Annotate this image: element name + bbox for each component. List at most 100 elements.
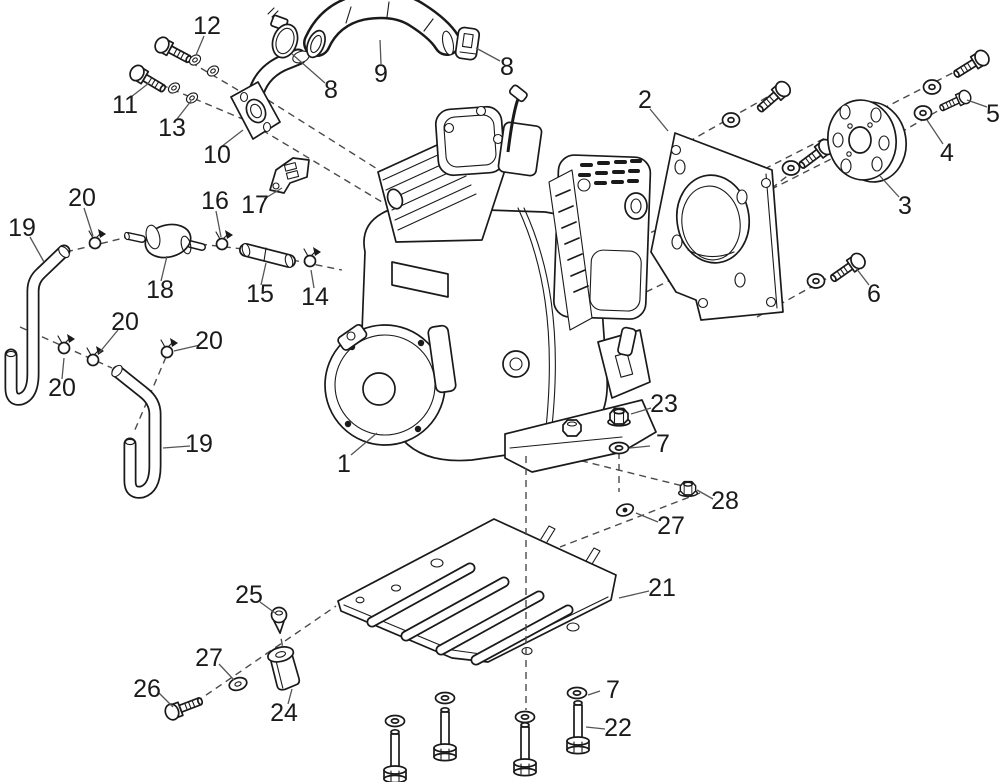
callout-label-7: 7	[606, 676, 620, 704]
callout-label-22: 22	[604, 714, 632, 742]
leader-line-2	[649, 108, 669, 132]
leader-line-8	[475, 47, 501, 62]
air-hose-drawing	[303, 0, 461, 59]
callout-label-7: 7	[656, 430, 670, 458]
callout-label-25: 25	[235, 581, 263, 609]
leader-line-20	[61, 357, 65, 380]
plate-washer-icon	[806, 273, 826, 289]
flat-washer-icon	[384, 714, 406, 728]
leader-line-19	[29, 236, 45, 263]
muffler-grille-icon	[578, 159, 642, 185]
coupling-disc-drawing	[827, 99, 907, 183]
callout-label-1: 1	[337, 450, 351, 478]
callout-label-3: 3	[898, 192, 912, 220]
mount-bolt-icon	[433, 706, 457, 762]
hose-clamp-icon	[215, 229, 234, 251]
plate-washer-icon	[922, 79, 942, 95]
flange-bolt-icon	[151, 34, 195, 68]
callout-label-27: 27	[657, 512, 685, 540]
leader-line-20	[83, 207, 94, 237]
cup-washer-icon	[228, 676, 248, 692]
callout-label-6: 6	[867, 280, 881, 308]
hex-nut-icon	[677, 480, 699, 498]
leader-line-12	[195, 35, 205, 56]
leader-line-7	[629, 445, 651, 449]
fuel-hose-left-drawing	[4, 244, 71, 406]
flat-washer-icon	[183, 90, 201, 106]
flange-lock-nut-icon	[607, 407, 631, 427]
callout-label-12: 12	[193, 12, 221, 40]
spacer-drawing	[267, 646, 301, 691]
worm-clamp-icon	[267, 7, 299, 59]
leader-line-27	[218, 663, 235, 681]
leader-line-20	[173, 344, 201, 352]
leader-line-4	[926, 119, 944, 145]
callout-label-24: 24	[270, 699, 298, 727]
callout-label-4: 4	[940, 139, 954, 167]
leader-line-25	[259, 601, 276, 614]
callout-label-19: 19	[8, 214, 36, 242]
callout-label-23: 23	[650, 390, 678, 418]
callout-label-17: 17	[241, 191, 269, 219]
fuel-filter-drawing	[124, 223, 206, 259]
leader-line-1	[350, 432, 378, 456]
callout-label-21: 21	[648, 574, 676, 602]
leader-line-23	[630, 407, 652, 415]
plate-bolt-icon	[752, 77, 795, 117]
flat-washer-icon	[608, 441, 630, 455]
plate-bolt-icon	[949, 46, 993, 83]
adapter-plate-drawing	[650, 132, 784, 321]
lock-washer-icon	[165, 80, 183, 96]
callout-label-2: 2	[638, 86, 652, 114]
callout-label-20: 20	[68, 184, 96, 212]
callout-label-16: 16	[201, 187, 229, 215]
leader-line-28	[696, 489, 714, 500]
leader-line-9	[379, 39, 382, 65]
leader-line-7	[587, 690, 601, 696]
callout-label-13: 13	[158, 114, 186, 142]
hose-clamp2-icon	[454, 26, 481, 61]
leader-line-22	[585, 726, 606, 730]
leader-line-24	[287, 688, 293, 705]
callout-label-8: 8	[500, 53, 514, 81]
flat-washer-icon	[566, 686, 588, 700]
leader-line-27	[635, 512, 659, 523]
hex-bolt-icon	[162, 692, 206, 723]
engine-drawing	[324, 84, 657, 473]
leader-line-17	[263, 187, 283, 200]
leader-line-6	[855, 267, 870, 286]
callout-label-14: 14	[301, 283, 329, 311]
leader-line-26	[158, 692, 174, 708]
mount-bolt-icon	[513, 721, 537, 777]
fuel-hose-piece-drawing	[239, 243, 296, 268]
callout-label-28: 28	[711, 487, 739, 515]
flat-washer-icon	[514, 710, 536, 724]
leader-line-21	[618, 590, 650, 599]
skid-plate-drawing	[337, 518, 617, 666]
leader-line-10	[220, 129, 244, 148]
coupling-bolt-icon	[936, 87, 974, 116]
mount-bolt-icon	[566, 699, 590, 755]
callout-label-20: 20	[195, 327, 223, 355]
flat-washer-icon	[204, 63, 222, 79]
callout-label-20: 20	[48, 374, 76, 402]
hose-clamp-icon	[160, 337, 179, 359]
leader-line-16	[215, 210, 222, 238]
plate-washer-icon	[781, 160, 801, 176]
callout-label-10: 10	[203, 141, 231, 169]
callout-label-19: 19	[185, 430, 213, 458]
callout-label-15: 15	[246, 280, 274, 308]
leader-line-3	[879, 175, 900, 198]
callout-label-5: 5	[986, 100, 1000, 128]
cup-washer-icon	[615, 503, 635, 517]
coupling-washer-icon	[913, 105, 933, 121]
leader-line-14	[310, 269, 315, 289]
leader-line-18	[160, 255, 168, 282]
exhaust-pipe-drawing	[230, 48, 310, 140]
callout-label-8: 8	[324, 76, 338, 104]
plate-bolt-icon	[826, 249, 869, 287]
plate-washer-icon	[721, 112, 741, 128]
